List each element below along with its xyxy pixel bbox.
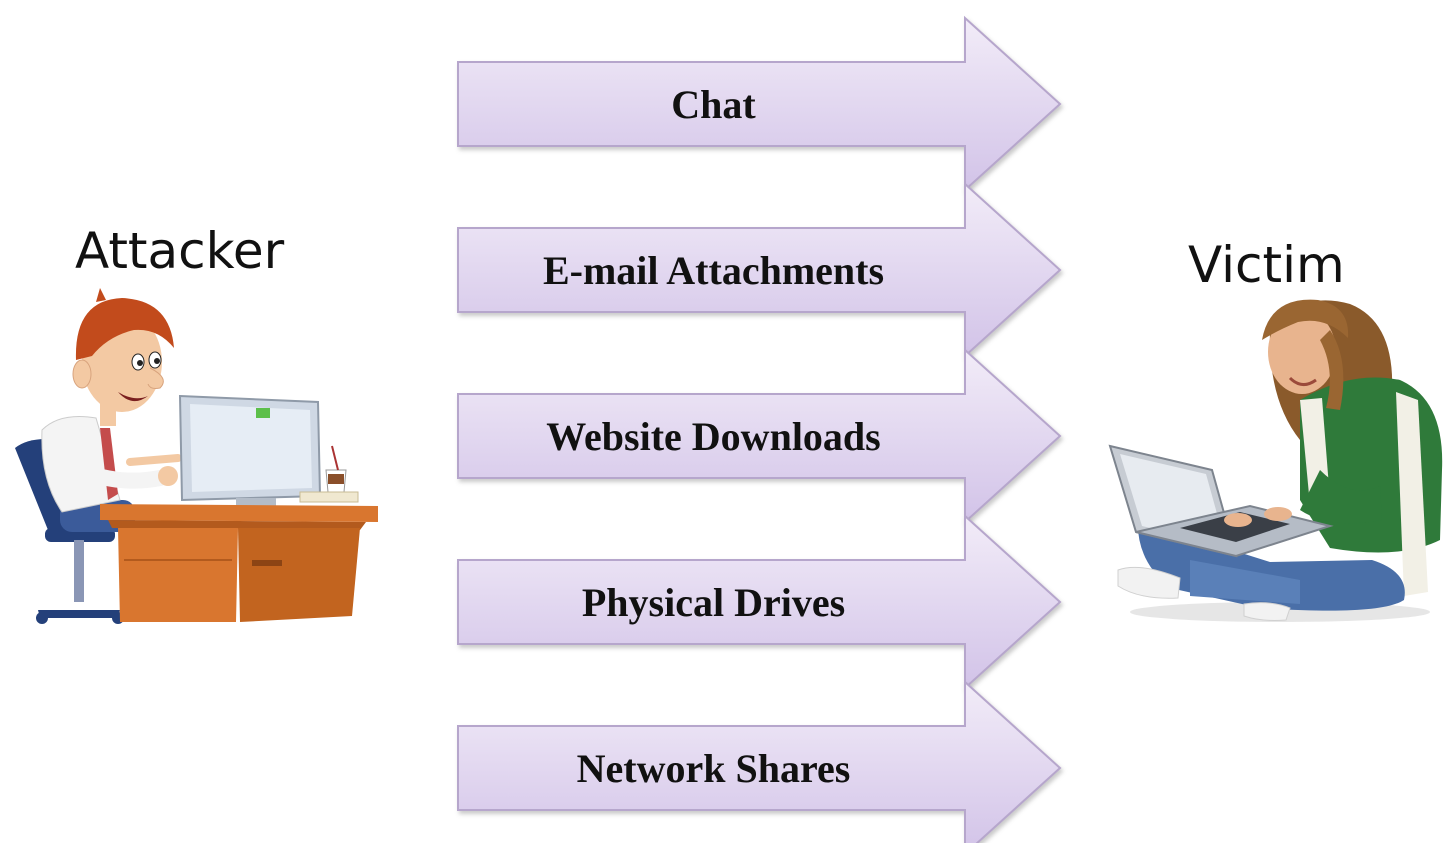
propagation-channels: Chat E-mail Attachments Website Download… — [457, 15, 1062, 843]
arrow-website-downloads: Website Downloads — [457, 347, 1062, 525]
arrow-chat: Chat — [457, 15, 1062, 193]
arrow-website-downloads-shape — [457, 347, 1062, 525]
arrow-network-shares-shape — [457, 679, 1062, 843]
attacker-figure — [15, 288, 378, 624]
arrow-email-attachments: E-mail Attachments — [457, 181, 1062, 359]
victim-label: Victim — [1188, 236, 1345, 294]
arrow-network-shares: Network Shares — [457, 679, 1062, 843]
arrow-email-attachments-shape — [457, 181, 1062, 359]
arrow-email-attachments-label: E-mail Attachments — [543, 248, 884, 293]
arrow-physical-drives-label: Physical Drives — [582, 580, 845, 625]
arrow-network-shares-label: Network Shares — [577, 746, 851, 791]
attacker-label: Attacker — [75, 222, 285, 280]
arrow-physical-drives: Physical Drives — [457, 513, 1062, 691]
arrow-chat-shape — [457, 15, 1062, 193]
arrow-website-downloads-label: Website Downloads — [546, 414, 881, 459]
arrow-chat-label: Chat — [671, 82, 756, 127]
victim-figure — [1108, 299, 1443, 622]
arrow-physical-drives-shape — [457, 513, 1062, 691]
